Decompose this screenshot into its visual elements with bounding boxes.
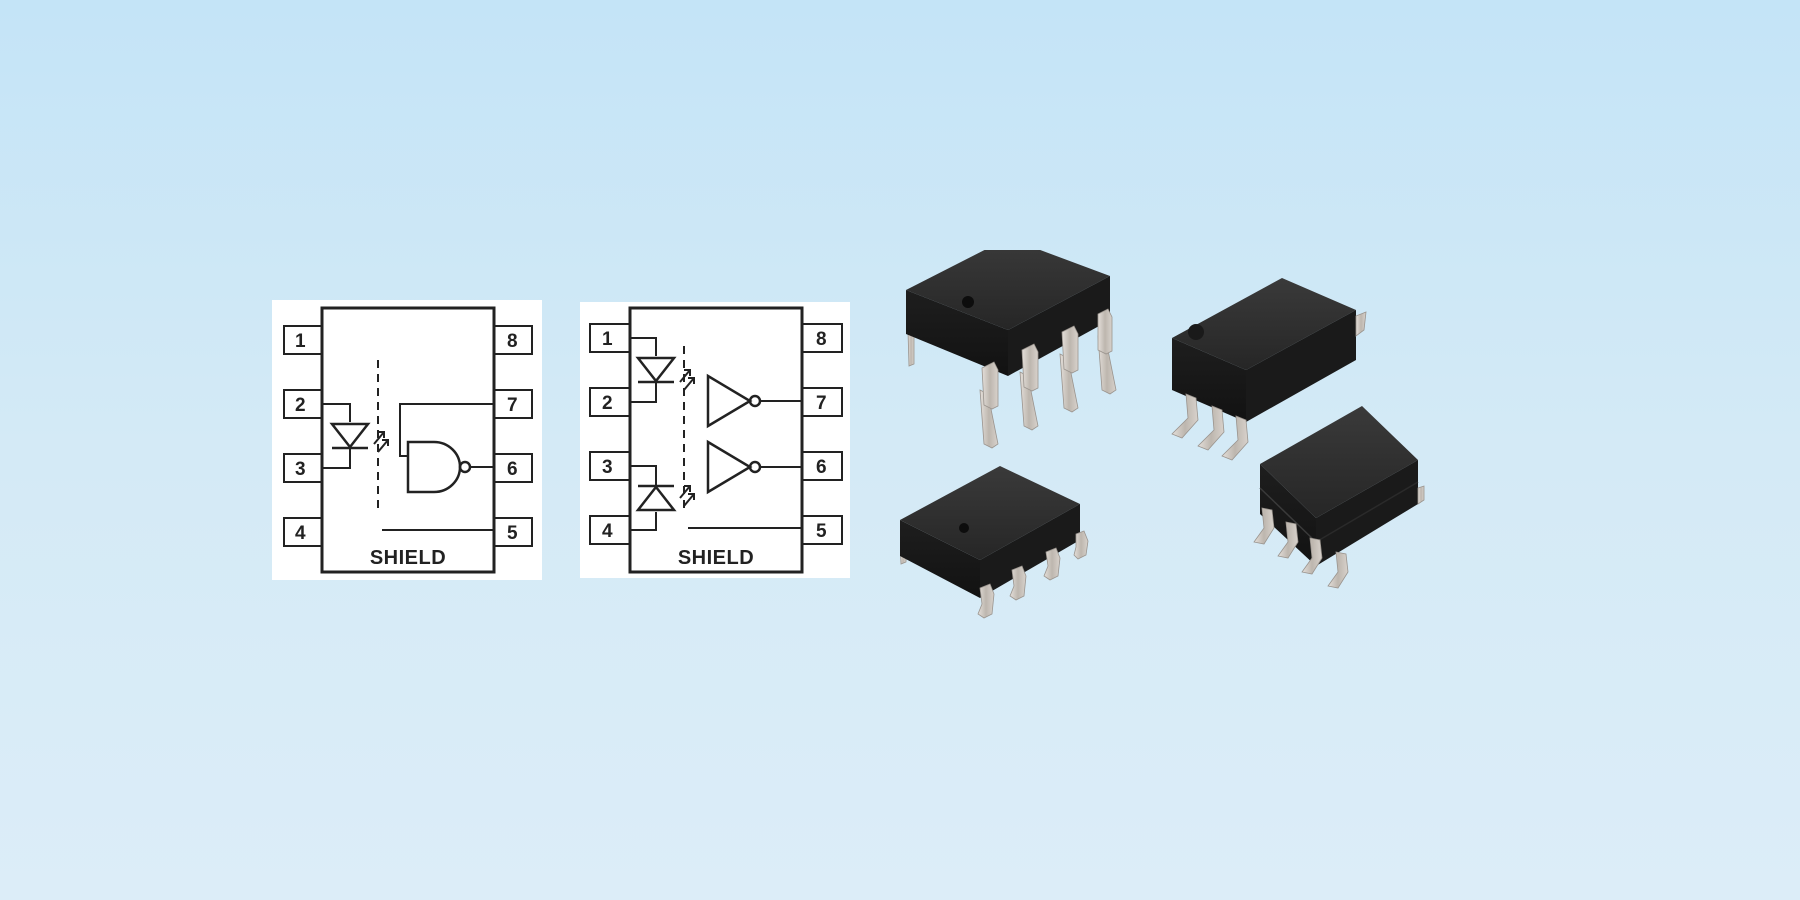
- led-cathode-wire: [322, 448, 351, 469]
- pinout-diagram-single-channel: 1 2 3 4 8 7 6 5 SHIELD: [272, 300, 542, 580]
- pinout-diagram-dual-channel: 1 2 3 4 8 7 6 5 SHIELD: [580, 302, 850, 578]
- chip-smd-package-2: [900, 466, 1089, 619]
- led-anode-wire: [322, 403, 351, 422]
- chip-package-illustrations: [900, 250, 1550, 650]
- pin-2-label: 2: [602, 393, 613, 414]
- inverter-2-icon: [706, 439, 762, 495]
- led2-anode-wire: [630, 465, 657, 486]
- led-1-icon: [635, 356, 677, 384]
- led1-cathode-wire: [630, 382, 657, 403]
- chip-smd-package-1: [1171, 278, 1367, 461]
- pin-box-5: [493, 517, 533, 547]
- pin-3-label: 3: [295, 459, 306, 480]
- light-emission-icon: [373, 431, 389, 453]
- pin-3-label: 3: [602, 457, 613, 478]
- light-emission-icon-2: [679, 485, 695, 507]
- pin-6-label: 6: [507, 459, 518, 480]
- nand-gate-icon: [406, 440, 472, 494]
- shield-label: SHIELD: [370, 547, 446, 569]
- package-outline: [628, 306, 804, 574]
- inverter-1-icon: [706, 373, 762, 429]
- chip-packages-svg: [900, 250, 1425, 619]
- led-icon: [329, 422, 371, 450]
- pin-7-label: 7: [507, 395, 518, 416]
- pin-1-label: 1: [602, 329, 613, 350]
- package-outline: [320, 306, 496, 574]
- pinout-diagram-1-svg: 1 2 3 4 8 7 6 5 SHIELD: [283, 306, 533, 574]
- supply-wire-pin7: [399, 403, 494, 457]
- pin-5-label: 5: [816, 521, 827, 542]
- light-emission-icon-1: [679, 369, 695, 391]
- pin-6-label: 6: [816, 457, 827, 478]
- pin-1-label: 1: [295, 331, 306, 352]
- led-2-icon: [635, 484, 677, 512]
- chip-smd-package-3: [1253, 406, 1425, 589]
- pin-box-8: [493, 325, 533, 355]
- pin-8-label: 8: [816, 329, 827, 350]
- shield-label: SHIELD: [678, 547, 754, 569]
- pin-box-5: [801, 515, 843, 545]
- pinout-diagram-2-svg: 1 2 3 4 8 7 6 5 SHIELD: [589, 306, 843, 574]
- pin-box-1: [283, 325, 323, 355]
- pin-4-label: 4: [602, 521, 613, 542]
- pin-5-label: 5: [507, 523, 518, 544]
- pin-7-label: 7: [816, 393, 827, 414]
- led2-cathode-wire: [630, 512, 657, 531]
- pin-box-4: [283, 517, 323, 547]
- chip-dip-package-1: [906, 250, 1117, 449]
- pin-8-label: 8: [507, 331, 518, 352]
- pin-2-label: 2: [295, 395, 306, 416]
- led1-anode-wire: [630, 337, 657, 356]
- pin-4-label: 4: [295, 523, 306, 544]
- pin-box-8: [801, 323, 843, 353]
